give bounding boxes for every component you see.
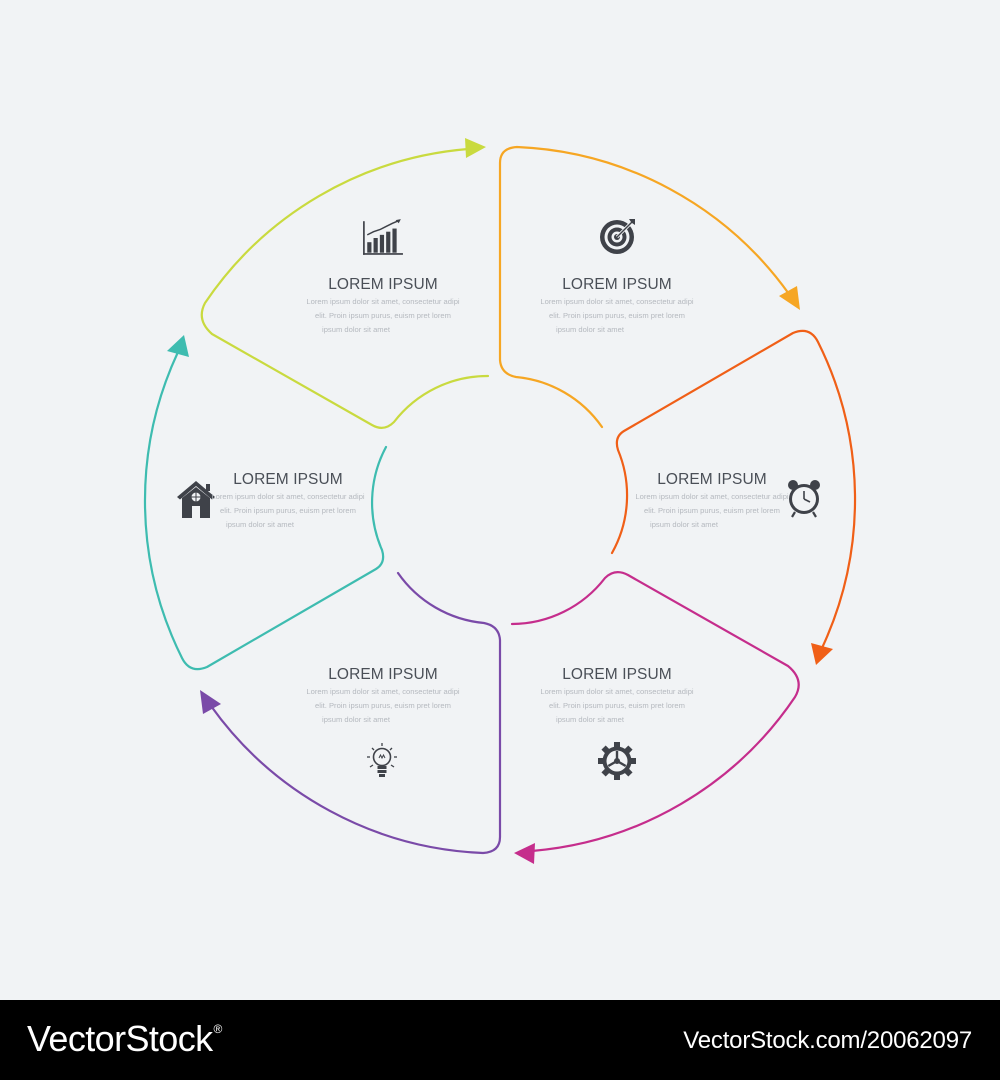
segment-bulb-title: LOREM IPSUM: [328, 666, 438, 683]
segment-chart: LOREM IPSUM Lorem ipsum dolor sit amet, …: [200, 138, 490, 429]
segment-target-title: LOREM IPSUM: [562, 276, 672, 293]
segment-bulb-body-line-1: Lorem ipsum dolor sit amet, consectetur …: [306, 687, 460, 696]
image-credit: VectorStock.com/20062097: [683, 1027, 972, 1054]
segment-bulb-body-line-3: ipsum dolor sit amet: [322, 715, 391, 724]
segment-home-body-line-2: elit. Proin ipsum purus, euism pret lore…: [220, 506, 356, 515]
segment-clock-title: LOREM IPSUM: [657, 471, 767, 488]
segment-bulb-outline: [209, 571, 502, 855]
segment-home-body-line-3: ipsum dolor sit amet: [226, 520, 295, 529]
segment-home-title: LOREM IPSUM: [233, 471, 343, 488]
arrowhead-purple: [200, 690, 221, 714]
arrowhead-yellow-green: [465, 138, 486, 158]
segment-target-outline: [498, 145, 791, 429]
segment-chart-body-line-2: elit. Proin ipsum purus, euism pret lore…: [315, 311, 451, 320]
segment-home-outline: [143, 350, 388, 671]
segment-clock-body-line-2: elit. Proin ipsum purus, euism pret lore…: [644, 506, 780, 515]
segment-target-body-line-2: elit. Proin ipsum purus, euism pret lore…: [549, 311, 685, 320]
segment-gear-body-line-3: ipsum dolor sit amet: [556, 715, 625, 724]
segment-target: LOREM IPSUM Lorem ipsum dolor sit amet, …: [498, 145, 800, 429]
arrowhead-red-orange: [811, 643, 833, 665]
segment-gear-body-line-2: elit. Proin ipsum purus, euism pret lore…: [549, 701, 685, 710]
alarm-clock-icon: [786, 478, 822, 518]
infographic-canvas: LOREM IPSUM Lorem ipsum dolor sit amet, …: [143, 138, 857, 864]
segment-chart-outline: [200, 147, 490, 429]
home-icon: [176, 480, 216, 519]
segment-bulb-body-line-2: elit. Proin ipsum purus, euism pret lore…: [315, 701, 451, 710]
target-icon: [598, 217, 637, 256]
segment-chart-body-line-3: ipsum dolor sit amet: [322, 325, 391, 334]
bar-chart-icon: [362, 218, 404, 256]
registered-mark: ®: [213, 1022, 223, 1036]
segment-target-body-line-3: ipsum dolor sit amet: [556, 325, 625, 334]
gear-icon: [597, 741, 637, 781]
cycle-diagram: LOREM IPSUM Lorem ipsum dolor sit amet, …: [143, 138, 857, 864]
segment-clock-body-line-3: ipsum dolor sit amet: [650, 520, 719, 529]
light-bulb-icon: [366, 742, 398, 778]
brand-name: VectorStock: [27, 1018, 213, 1059]
segment-home-body-line-1: Lorem ipsum dolor sit amet, consectetur …: [211, 492, 365, 501]
segment-clock-body-line-1: Lorem ipsum dolor sit amet, consectetur …: [635, 492, 789, 501]
segment-gear: LOREM IPSUM Lorem ipsum dolor sit amet, …: [510, 571, 800, 864]
vectorstock-logo: VectorStock®: [27, 1018, 222, 1060]
segment-chart-title: LOREM IPSUM: [328, 276, 438, 293]
segment-bulb: LOREM IPSUM Lorem ipsum dolor sit amet, …: [200, 571, 502, 855]
segment-home: LOREM IPSUM Lorem ipsum dolor sit amet, …: [143, 335, 388, 671]
arrowhead-magenta: [514, 843, 535, 864]
segment-clock-outline: [610, 329, 857, 650]
segment-gear-title: LOREM IPSUM: [562, 666, 672, 683]
segment-clock: LOREM IPSUM Lorem ipsum dolor sit amet, …: [610, 329, 857, 665]
segment-gear-outline: [510, 571, 800, 853]
segment-chart-body-line-1: Lorem ipsum dolor sit amet, consectetur …: [306, 297, 460, 306]
watermark-footer: VectorStock® VectorStock.com/20062097: [0, 1000, 1000, 1080]
segment-target-body-line-1: Lorem ipsum dolor sit amet, consectetur …: [540, 297, 694, 306]
arrowhead-orange: [779, 286, 800, 310]
segment-gear-body-line-1: Lorem ipsum dolor sit amet, consectetur …: [540, 687, 694, 696]
arrowhead-teal: [167, 335, 189, 357]
